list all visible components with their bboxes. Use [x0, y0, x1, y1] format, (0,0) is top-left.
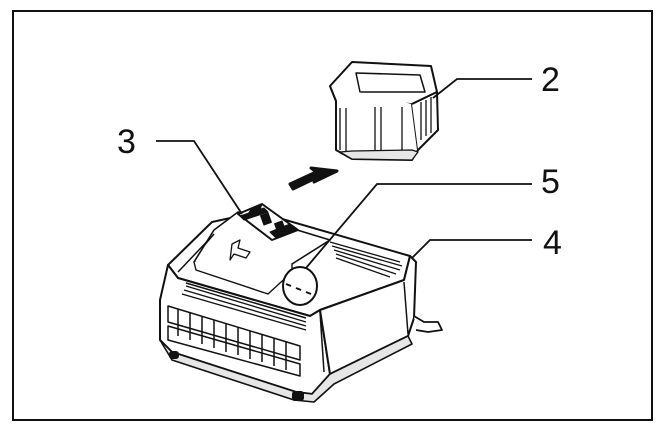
callout-2-battery: 2 — [541, 61, 560, 99]
arrow-icon — [288, 166, 339, 191]
charger-body — [159, 211, 443, 403]
front-vents — [167, 305, 301, 377]
battery-slot-terminal — [201, 203, 299, 261]
leader-line-4 — [411, 239, 532, 259]
leader-line-5 — [305, 183, 532, 269]
callout-3-slot: 3 — [117, 123, 136, 161]
battery-pack — [329, 61, 439, 161]
figure-frame — [12, 10, 653, 421]
callout-4-charger: 4 — [543, 224, 562, 262]
callout-5-indicator: 5 — [541, 163, 560, 201]
indicator-lamp — [282, 266, 318, 306]
leader-line-3 — [156, 140, 243, 215]
leader-line-2 — [432, 78, 532, 99]
